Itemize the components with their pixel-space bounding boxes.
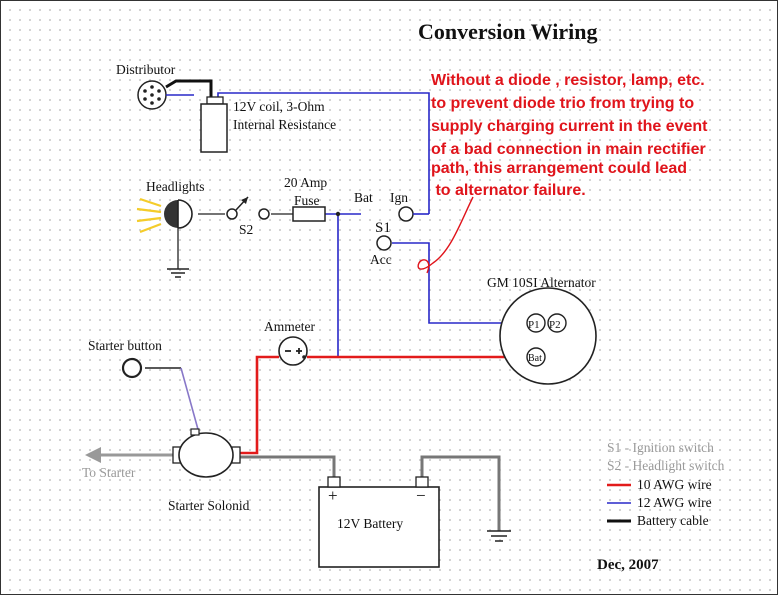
to-starter-label: To Starter	[82, 465, 136, 480]
p1-terminal-label: P1	[528, 319, 540, 331]
s1-label: S1	[375, 220, 391, 236]
wire-acc-to-p1	[392, 242, 527, 324]
legend-battery-cable: Battery cable	[637, 513, 709, 528]
s2-label: S2	[239, 222, 253, 237]
battery-label: 12V Battery	[337, 516, 403, 531]
fuse-label-line1: 20 Amp	[284, 175, 327, 190]
legend-s2: S2 - Headlight switch	[607, 458, 725, 473]
ground-icon	[167, 268, 189, 278]
note-line: of a bad connection in main rectifier	[431, 141, 706, 158]
headlight-switch-s2[interactable]	[226, 196, 270, 220]
page-title: Conversion Wiring	[418, 19, 598, 44]
note-line: to alternator failure.	[431, 182, 586, 199]
alternator-icon	[499, 287, 597, 385]
cable-battery-to-ground	[420, 455, 501, 531]
wire-ammeter-to-solenoid	[236, 355, 279, 455]
fuse-icon	[292, 206, 326, 222]
note-line: to prevent diode trio from trying to	[431, 95, 694, 112]
legend-10awg: 10 AWG wire	[637, 477, 712, 492]
starter-button-icon[interactable]	[121, 357, 143, 379]
p2-terminal-label: P2	[549, 319, 561, 331]
cable-solenoid-to-battery	[236, 455, 336, 481]
date-label: Dec, 2007	[597, 557, 659, 573]
battery-icon	[318, 476, 440, 568]
wire-s1-to-ammeter	[316, 214, 339, 358]
alt-bat-terminal-label: Bat	[528, 353, 542, 364]
coil-icon	[200, 96, 228, 153]
bat-terminal-label: Bat	[354, 190, 373, 205]
battery-plus-label: +	[328, 486, 338, 505]
wire-button-to-solenoid	[180, 367, 200, 434]
ammeter-label: Ammeter	[264, 319, 315, 334]
starter-solenoid-label: Starter Solonid	[168, 498, 250, 513]
coil-label-line1: 12V coil, 3-Ohm	[233, 99, 325, 114]
ign-terminal-label: Ign	[390, 190, 408, 205]
note-line: path, this arrangement could lead	[431, 160, 687, 177]
fuse-label-line2: Fuse	[294, 193, 320, 208]
alternator-label: GM 10SI Alternator	[487, 275, 596, 290]
ignition-switch-s1[interactable]	[335, 206, 429, 251]
wire-coil-hv	[165, 79, 213, 101]
ammeter-icon	[278, 336, 308, 366]
legend-12awg: 12 AWG wire	[637, 495, 712, 510]
coil-label-line2: Internal Resistance	[233, 117, 336, 132]
headlight-icon	[136, 197, 193, 234]
to-starter-arrow-icon	[85, 447, 101, 463]
acc-terminal-label: Acc	[370, 252, 392, 267]
distributor-icon	[137, 80, 167, 110]
legend-s1: S1 - Ignition switch	[607, 440, 714, 455]
starter-button-label: Starter button	[88, 338, 162, 353]
note-line: supply charging current in the event	[431, 118, 708, 135]
distributor-label: Distributor	[116, 62, 176, 77]
note-line: Without a diode , resistor, lamp, etc.	[431, 72, 705, 89]
annotation-pointer	[417, 196, 474, 274]
starter-solenoid-icon	[172, 428, 241, 478]
battery-ground-icon	[487, 530, 511, 542]
headlights-label: Headlights	[146, 179, 205, 194]
battery-minus-label: −	[416, 486, 426, 505]
